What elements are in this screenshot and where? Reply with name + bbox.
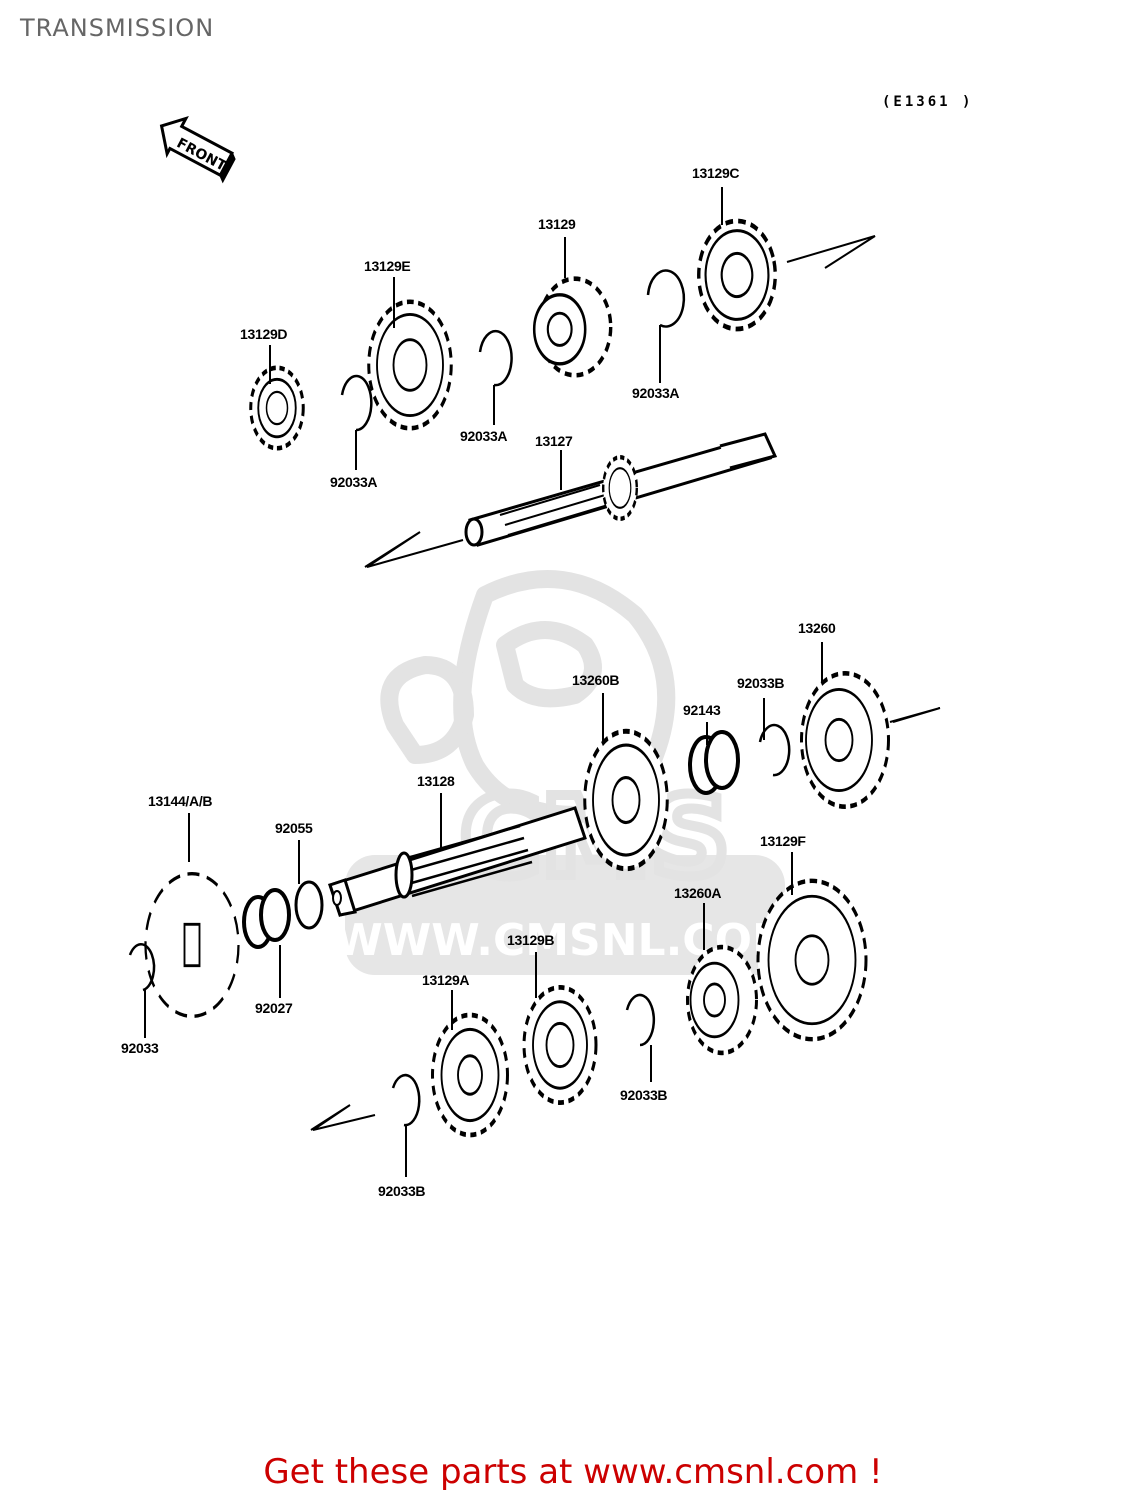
collar-92027 <box>242 888 291 949</box>
part-label-92033A[interactable]: 92033A <box>460 428 508 444</box>
part-label-92033[interactable]: 92033 <box>121 1040 159 1056</box>
gear-13260A <box>686 944 758 1056</box>
page-title: TRANSMISSION <box>20 14 215 42</box>
part-label-13129A[interactable]: 13129A <box>422 972 470 988</box>
part-label-13129D[interactable]: 13129D <box>240 326 288 342</box>
bushing-92143 <box>688 730 740 795</box>
part-label-13260B[interactable]: 13260B <box>572 672 620 688</box>
part-label-13129E[interactable]: 13129E <box>364 258 411 274</box>
gear-13129F <box>756 878 868 1042</box>
shaft-13127 <box>464 432 778 547</box>
part-label-92143[interactable]: 92143 <box>683 702 721 718</box>
part-label-92033A[interactable]: 92033A <box>330 474 378 490</box>
gear-13129A <box>431 1012 509 1138</box>
front-arrow-icon: FRONT <box>159 115 236 184</box>
part-label-13127[interactable]: 13127 <box>535 433 573 449</box>
part-label-13260[interactable]: 13260 <box>798 620 836 636</box>
gear-13260B <box>583 728 669 872</box>
gear-13129C <box>697 218 777 332</box>
part-label-92033B[interactable]: 92033B <box>378 1183 426 1199</box>
gear-13129D <box>249 365 305 451</box>
part-label-92027[interactable]: 92027 <box>255 1000 293 1016</box>
gear-13129 <box>532 276 613 378</box>
diagram-code: (E1361 ) <box>882 94 974 110</box>
part-label-92055[interactable]: 92055 <box>275 820 313 836</box>
part-label-13129[interactable]: 13129 <box>538 216 576 232</box>
part-label-13129C[interactable]: 13129C <box>692 165 740 181</box>
part-label-13129B[interactable]: 13129B <box>507 932 555 948</box>
part-label-92033A[interactable]: 92033A <box>632 385 680 401</box>
part-label-13144-a-b[interactable]: 13144/A/B <box>148 793 213 809</box>
gear-13260 <box>800 671 890 809</box>
part-label-13129F[interactable]: 13129F <box>760 833 806 849</box>
shaft-13128 <box>328 806 587 917</box>
part-label-92033B[interactable]: 92033B <box>620 1087 668 1103</box>
part-label-92033B[interactable]: 92033B <box>737 675 785 691</box>
sprocket-13144 <box>144 871 240 1019</box>
gear-13129B <box>522 984 598 1106</box>
part-label-13128[interactable]: 13128 <box>417 773 455 789</box>
footer-cta-link[interactable]: Get these parts at www.cmsnl.com ! <box>263 1452 883 1492</box>
gear-13129E <box>367 299 453 431</box>
part-label-13260A[interactable]: 13260A <box>674 885 722 901</box>
